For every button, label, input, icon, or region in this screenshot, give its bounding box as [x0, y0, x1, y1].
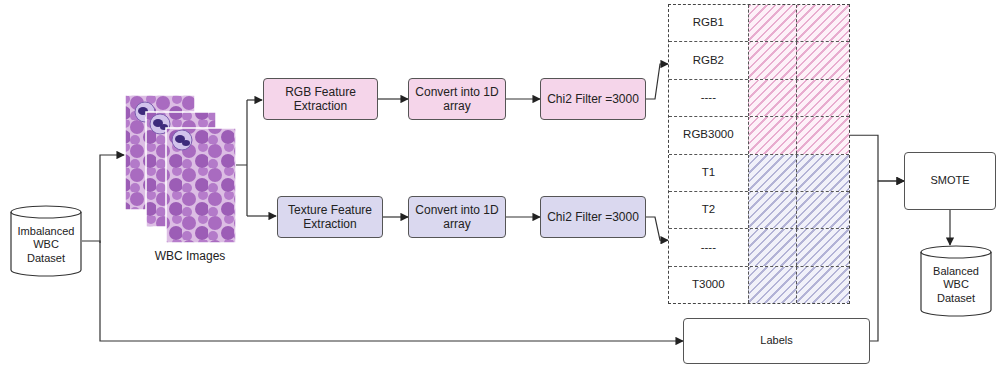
labels-box: Labels: [683, 318, 870, 364]
table-cell: ----: [669, 229, 748, 265]
table-row: RGB2: [669, 42, 849, 79]
dataset-label: Balanced WBC Dataset: [924, 265, 988, 305]
flow-arrow: [378, 98, 408, 99]
hatched-cell: [796, 267, 849, 303]
hatched-cell: [748, 267, 796, 303]
cylinder-body: [921, 246, 991, 316]
table-cell: RGB3000: [669, 117, 748, 153]
hatched-cell: [796, 117, 849, 153]
box-label: Chi2 Filter =3000: [547, 92, 639, 106]
table-cell: T2: [669, 192, 748, 228]
box-label: RGB Feature Extraction: [269, 85, 372, 114]
hatched-cell: [796, 155, 849, 191]
box-label: SMOTE: [930, 174, 969, 187]
hatched-cell: [796, 5, 849, 41]
process-box: Chi2 Filter =3000: [540, 196, 646, 238]
nucleus: [182, 140, 190, 146]
process-box: RGB Feature Extraction: [263, 78, 378, 120]
flow-line: [247, 99, 262, 100]
flow-arrow: [506, 98, 540, 99]
hatched-cell: [748, 155, 796, 191]
blood-smear-image: [166, 128, 236, 243]
flow-line: [247, 215, 276, 216]
table-cell: RGB1: [669, 5, 748, 41]
table-cell: T3000: [669, 267, 748, 303]
image-caption: WBC Images: [155, 249, 226, 263]
hatched-cell: [748, 229, 796, 265]
hatched-cell: [796, 80, 849, 116]
box-label: Convert into 1D array: [414, 85, 500, 114]
hatched-cell: [748, 117, 796, 153]
table-cell: ----: [669, 80, 748, 116]
hatched-cell: [748, 42, 796, 78]
table-row: ----: [669, 229, 849, 266]
dataset-cylinder: Balanced WBC Dataset: [920, 245, 992, 317]
table-cell: T1: [669, 155, 748, 191]
flow-arrow: [949, 210, 950, 245]
flow-line: [100, 155, 124, 243]
hatched-cell: [748, 5, 796, 41]
hatched-cell: [748, 192, 796, 228]
process-box: Convert into 1D array: [408, 196, 506, 238]
hatched-cell: [796, 42, 849, 78]
flow-arrow: [646, 64, 668, 99]
cylinder-body: [11, 206, 81, 276]
feature-table: RGB1RGB2----RGB3000T1T2----T3000: [668, 4, 850, 304]
process-box: SMOTE: [904, 152, 996, 210]
table-row: ----: [669, 80, 849, 117]
flow-arrow: [506, 216, 540, 217]
flow-arrow: [82, 241, 683, 341]
hatched-cell: [748, 80, 796, 116]
dataset-label: Imbalanced WBC Dataset: [14, 225, 78, 265]
process-box: Texture Feature Extraction: [277, 196, 383, 238]
process-box: Convert into 1D array: [408, 78, 506, 120]
table-row: RGB3000: [669, 117, 849, 154]
box-label: Texture Feature Extraction: [283, 203, 377, 232]
blood-smear-images: [125, 95, 236, 243]
flow-arrow: [646, 217, 668, 240]
table-row: RGB1: [669, 5, 849, 42]
cylinder-rim: [11, 212, 81, 218]
white-blood-cell: [172, 130, 192, 150]
flow-arrow: [383, 216, 408, 217]
hatched-cell: [796, 229, 849, 265]
box-label: Convert into 1D array: [414, 203, 500, 232]
flow-arrow: [850, 135, 904, 181]
flow-arrow: [870, 181, 904, 341]
table-cell: RGB2: [669, 42, 748, 78]
table-row: T1: [669, 155, 849, 192]
dataset-cylinder: Imbalanced WBC Dataset: [10, 205, 82, 277]
box-label: Labels: [760, 334, 792, 347]
flow-line: [236, 100, 247, 216]
box-label: Chi2 Filter =3000: [547, 210, 639, 224]
hatched-cell: [796, 192, 849, 228]
cylinder-rim: [921, 252, 991, 258]
table-row: T2: [669, 192, 849, 229]
table-row: T3000: [669, 267, 849, 303]
process-box: Chi2 Filter =3000: [540, 78, 646, 120]
